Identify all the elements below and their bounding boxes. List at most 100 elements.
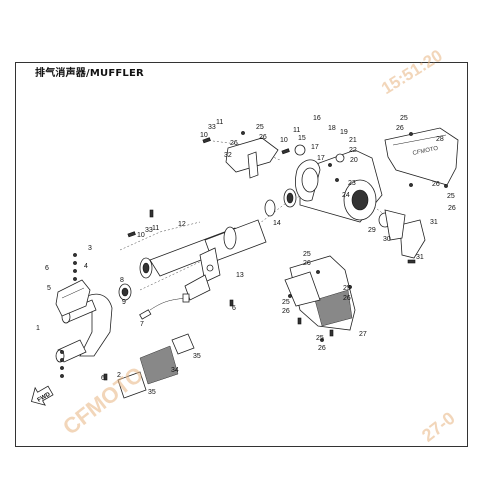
callout-26: 26: [318, 345, 326, 352]
callout-25: 25: [447, 193, 455, 200]
bolt-icon: [127, 231, 136, 238]
callout-11: 11: [293, 127, 300, 134]
callout-25: 25: [343, 285, 351, 292]
nut-icon: [73, 261, 77, 265]
callout-33: 33: [208, 124, 216, 131]
nut-icon: [241, 131, 245, 135]
bolt-icon: [149, 209, 154, 218]
callout-26: 26: [432, 181, 440, 188]
callout-25: 25: [316, 335, 324, 342]
callout-6: 6: [101, 375, 105, 382]
callout-7: 7: [140, 321, 144, 328]
callout-33: 33: [145, 227, 153, 234]
upper-bracket: [225, 137, 279, 179]
bolt-icon: [229, 299, 234, 307]
callout-26: 26: [396, 125, 404, 132]
nut-icon: [60, 374, 64, 378]
callout-5: 5: [47, 285, 51, 292]
nut-icon: [60, 358, 64, 362]
callout-14: 14: [273, 220, 281, 227]
callout-11: 11: [152, 225, 159, 232]
callout-28: 28: [436, 136, 444, 143]
callout-26: 26: [448, 205, 456, 212]
bolt-icon: [281, 148, 290, 155]
callout-25: 25: [282, 299, 290, 306]
forward-arrow-icon: FWD: [30, 385, 54, 406]
callout-12: 12: [178, 221, 186, 228]
side-heat-shield: [284, 255, 356, 331]
bolt-icon: [407, 259, 416, 264]
callout-30: 30: [383, 236, 391, 243]
callout-13: 13: [236, 272, 244, 279]
bolt-icon: [329, 329, 334, 337]
callout-6: 6: [232, 305, 236, 312]
svg-text:CFMOTO: CFMOTO: [412, 146, 439, 157]
callout-1: 1: [36, 325, 40, 332]
callout-17: 17: [311, 144, 319, 151]
diagram-title: 排气消声器/MUFFLER: [35, 68, 144, 79]
fasteners: [60, 131, 448, 381]
callout-23: 23: [348, 180, 356, 187]
callout-35: 35: [193, 353, 201, 360]
callout-27: 27: [359, 331, 367, 338]
callout-25: 25: [303, 251, 311, 258]
nut-icon: [73, 277, 77, 281]
callout-31: 31: [430, 219, 438, 226]
rear-heat-shield: CFMOTO: [384, 127, 459, 186]
callout-2: 2: [117, 372, 121, 379]
callout-10: 10: [280, 137, 288, 144]
bolt-icon: [103, 373, 108, 381]
callout-17: 17: [317, 155, 325, 162]
nut-icon: [320, 338, 324, 342]
nut-icon: [335, 178, 339, 182]
nut-icon: [348, 285, 352, 289]
callout-18: 18: [328, 125, 336, 132]
callout-32: 32: [224, 152, 232, 159]
callout-10: 10: [137, 232, 145, 239]
nut-icon: [444, 184, 448, 188]
callout-26: 26: [259, 134, 267, 141]
clamps-and-gaskets: [118, 144, 392, 301]
heat-protector-pads: [117, 333, 195, 399]
callout-20: 20: [350, 157, 358, 164]
callout-31: 31: [416, 254, 424, 261]
muffler-body: [295, 149, 383, 223]
callout-6: 6: [45, 265, 49, 272]
nut-icon: [316, 270, 320, 274]
callout-8: 8: [120, 277, 124, 284]
nut-icon: [409, 183, 413, 187]
callout-3: 3: [88, 245, 92, 252]
callout-11: 11: [216, 119, 223, 126]
callout-9: 9: [122, 299, 126, 306]
callout-19: 19: [340, 129, 348, 136]
oxygen-sensor: [139, 293, 190, 320]
diagram-frame: [15, 62, 468, 447]
callout-22: 22: [349, 147, 357, 154]
callout-15: 15: [298, 135, 306, 142]
pipe-hanger-bracket: [184, 247, 221, 301]
callout-labels: 1 2 3 4 5 6 6 6 7 8 9 10 10 10 11 11 11 …: [36, 115, 456, 396]
callout-25: 25: [400, 115, 408, 122]
nut-icon: [409, 132, 413, 136]
bolt-icon: [202, 137, 211, 144]
nut-icon: [328, 163, 332, 167]
callout-16: 16: [313, 115, 321, 122]
callout-4: 4: [84, 263, 88, 270]
callout-26: 26: [230, 140, 238, 147]
callout-26: 26: [282, 308, 290, 315]
callout-26: 26: [303, 260, 311, 267]
bolt-icon: [297, 317, 302, 325]
nut-icon: [60, 350, 64, 354]
head-pipe-heat-shield: [55, 279, 91, 317]
middle-pipe: [139, 219, 267, 279]
callout-24: 24: [342, 192, 350, 199]
nut-icon: [73, 269, 77, 273]
callout-34: 34: [171, 367, 179, 374]
nut-icon: [288, 294, 292, 298]
callout-10: 10: [200, 132, 208, 139]
callout-21: 21: [349, 137, 357, 144]
callout-29: 29: [368, 227, 376, 234]
callout-35: 35: [148, 389, 156, 396]
tail-bracket: [384, 209, 426, 259]
